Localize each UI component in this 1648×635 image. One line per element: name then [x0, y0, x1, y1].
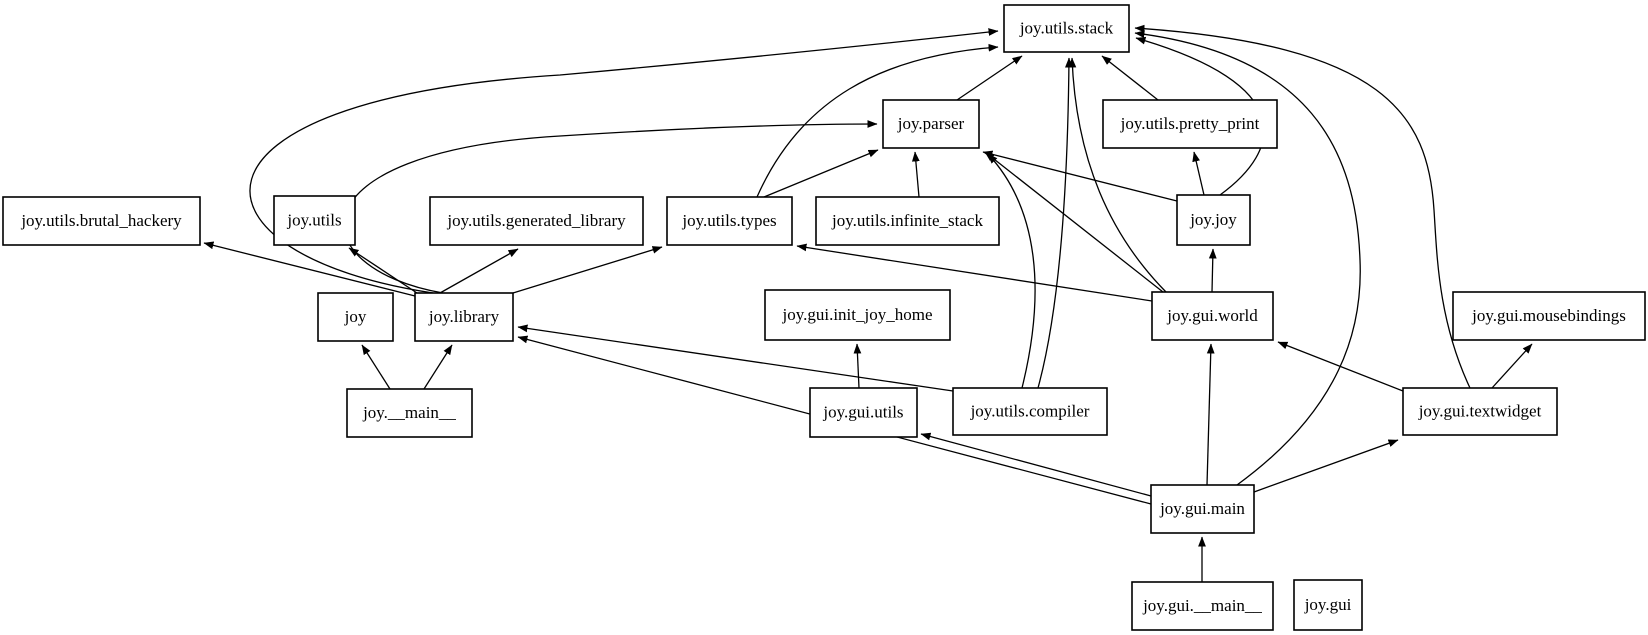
edge-textwidget-to-stack	[1134, 24, 1471, 389]
node-gui: joy.gui	[1293, 579, 1363, 631]
node-label-brutal_hackery: joy.utils.brutal_hackery	[20, 211, 182, 230]
node-init_joy_home: joy.gui.init_joy_home	[764, 289, 951, 341]
node-box-pretty_print	[1102, 99, 1278, 149]
node-box-world	[1151, 291, 1274, 341]
node-box-compiler	[952, 387, 1108, 436]
edge-world-to-joyjoy	[1208, 248, 1217, 293]
node-box-mousebindings	[1452, 291, 1646, 341]
node-label-stack: joy.utils.stack	[1019, 18, 1114, 37]
edge-compiler-to-parser	[987, 153, 1036, 389]
edge-textwidget-to-mousebindings	[1491, 343, 1533, 389]
edge-joyjoy-to-parser	[982, 150, 1178, 202]
edge-joyjoy-to-pretty_print	[1192, 151, 1205, 196]
node-world: joy.gui.world	[1151, 291, 1274, 341]
node-box-joy	[317, 292, 394, 342]
edge-library-to-stack	[249, 28, 999, 294]
edge-gui_main-to-gui_utils	[920, 432, 1152, 497]
node-textwidget: joy.gui.textwidget	[1402, 387, 1558, 436]
edge-types-to-parser	[763, 149, 879, 198]
node-gui_main_mod: joy.gui.__main__	[1131, 581, 1274, 631]
node-box-parser	[882, 99, 980, 149]
node-box-gui_main_mod	[1131, 581, 1274, 631]
nodes-layer: joy.utils.stack joy.parser joy.utils.prett…	[2, 4, 1646, 631]
node-label-main_mod: joy.__main__	[362, 403, 456, 422]
node-label-textwidget: joy.gui.textwidget	[1418, 401, 1542, 420]
node-gui_main: joy.gui.main	[1150, 484, 1255, 534]
edge-library-to-generated_library	[439, 248, 519, 294]
node-label-gui_main_mod: joy.gui.__main__	[1142, 596, 1262, 615]
edge-gui_main-to-world	[1206, 343, 1215, 486]
edge-infinite_stack-to-parser	[911, 151, 920, 198]
edge-world-to-stack	[1068, 57, 1167, 293]
node-utils: joy.utils	[273, 195, 356, 246]
node-infinite_stack: joy.utils.infinite_stack	[815, 196, 1000, 246]
node-main_mod: joy.__main__	[346, 388, 473, 438]
node-box-gui_main	[1150, 484, 1255, 534]
node-pretty_print: joy.utils.pretty_print	[1102, 99, 1278, 149]
node-label-infinite_stack: joy.utils.infinite_stack	[831, 211, 983, 230]
edge-compiler-to-stack	[1037, 57, 1073, 389]
node-label-joy: joy	[344, 307, 367, 326]
node-label-parser: joy.parser	[897, 114, 965, 133]
node-compiler: joy.utils.compiler	[952, 387, 1108, 436]
node-label-gui_utils: joy.gui.utils	[822, 402, 903, 421]
edge-world-to-types	[796, 243, 1153, 302]
edge-library-to-utils	[348, 247, 418, 294]
edge-pretty_print-to-stack	[1101, 55, 1159, 101]
node-parser: joy.parser	[882, 99, 980, 149]
node-label-generated_library: joy.utils.generated_library	[446, 211, 626, 230]
node-library: joy.library	[414, 292, 514, 342]
node-label-library: joy.library	[428, 307, 500, 326]
node-label-gui: joy.gui	[1304, 595, 1352, 614]
node-box-textwidget	[1402, 387, 1558, 436]
edge-parser-to-stack	[956, 55, 1023, 101]
node-mousebindings: joy.gui.mousebindings	[1452, 291, 1646, 341]
node-box-main_mod	[346, 388, 473, 438]
node-joyjoy: joy.joy	[1176, 194, 1251, 246]
node-brutal_hackery: joy.utils.brutal_hackery	[2, 196, 201, 246]
edge-main_mod-to-joy	[361, 344, 391, 390]
node-types: joy.utils.types	[666, 196, 793, 246]
node-box-joyjoy	[1176, 194, 1251, 246]
node-box-stack	[1003, 4, 1130, 53]
node-label-utils: joy.utils	[286, 210, 341, 229]
node-box-infinite_stack	[815, 196, 1000, 246]
node-label-types: joy.utils.types	[681, 211, 776, 230]
node-box-gui	[1293, 579, 1363, 631]
edge-library-to-types	[512, 246, 663, 294]
edge-types-to-stack	[756, 43, 999, 198]
edge-compiler-to-library	[517, 324, 954, 392]
edge-gui_main-to-stack	[1134, 30, 1361, 486]
node-label-mousebindings: joy.gui.mousebindings	[1471, 306, 1626, 325]
node-box-generated_library	[429, 196, 644, 246]
node-label-gui_main: joy.gui.main	[1159, 499, 1245, 518]
node-label-world: joy.gui.world	[1166, 306, 1258, 325]
node-label-init_joy_home: joy.gui.init_joy_home	[781, 305, 932, 324]
node-box-utils	[273, 195, 356, 246]
node-gui_utils: joy.gui.utils	[809, 387, 918, 438]
edge-gui_main-to-textwidget	[1253, 439, 1399, 493]
node-label-pretty_print: joy.utils.pretty_print	[1120, 114, 1260, 133]
node-box-library	[414, 292, 514, 342]
node-generated_library: joy.utils.generated_library	[429, 196, 644, 246]
node-stack: joy.utils.stack	[1003, 4, 1130, 53]
node-label-joyjoy: joy.joy	[1189, 210, 1237, 229]
edge-gui_utils-to-init_joy_home	[853, 343, 862, 389]
node-label-compiler: joy.utils.compiler	[970, 401, 1090, 420]
node-joy: joy	[317, 292, 394, 342]
node-box-gui_utils	[809, 387, 918, 438]
edge-world-to-parser	[984, 151, 1164, 293]
node-box-types	[666, 196, 793, 246]
edge-main_mod-to-library	[423, 344, 453, 390]
node-box-brutal_hackery	[2, 196, 201, 246]
edge-library-to-brutal_hackery	[203, 241, 416, 297]
node-box-init_joy_home	[764, 289, 951, 341]
edge-textwidget-to-world	[1277, 341, 1404, 392]
